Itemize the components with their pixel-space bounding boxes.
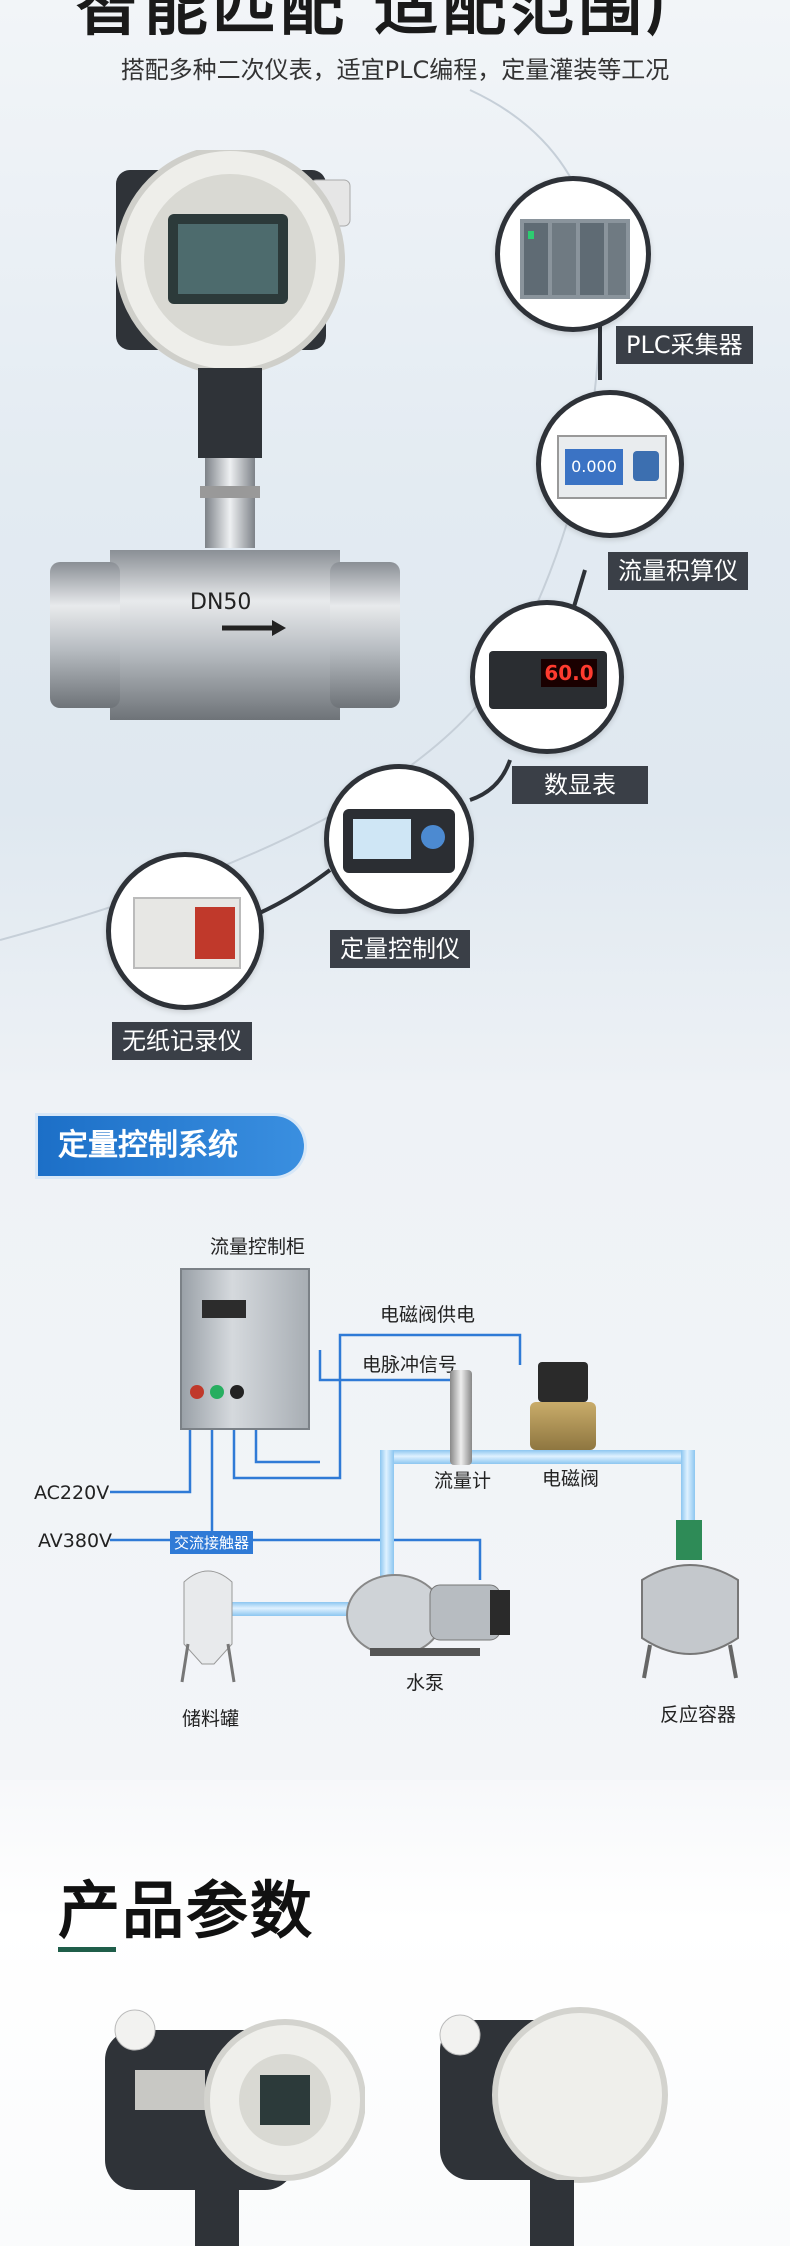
- cabinet-label: 流量控制柜: [210, 1236, 306, 1258]
- reactor-vessel-image: [630, 1520, 750, 1680]
- storage-tank-image: [180, 1564, 236, 1684]
- totalizer-screen: 0.000: [565, 449, 623, 485]
- water-pump-image: [340, 1560, 515, 1660]
- totalizer-label: 流量积算仪: [608, 552, 748, 590]
- valve-power-label: 电磁阀供电: [380, 1304, 476, 1326]
- pulse-signal-label: 电脉冲信号: [362, 1354, 458, 1376]
- av380-label: AV380V: [38, 1530, 113, 1552]
- product-params-section: 产品参数: [0, 1780, 790, 2246]
- ac220-label: AC220V: [34, 1482, 110, 1504]
- pipe-size-label: DN50: [190, 590, 252, 615]
- params-title: 产品参数: [58, 1874, 315, 1947]
- pipe-riser: [380, 1450, 394, 1595]
- reactor-label: 反应容器: [660, 1704, 737, 1726]
- controller-label: 定量控制仪: [330, 930, 470, 968]
- dial-icon: [421, 825, 445, 849]
- plc-device-circle: [495, 176, 651, 332]
- totalizer-device-circle: 0.000: [536, 390, 684, 538]
- display-readout: 60.0: [541, 659, 597, 687]
- flowmeter-small-image: [450, 1370, 472, 1465]
- tank-label: 储料罐: [182, 1708, 240, 1730]
- solenoid-valve-label: 电磁阀: [542, 1468, 600, 1490]
- plc-label: PLC采集器: [616, 326, 753, 364]
- controller-screen: [353, 819, 411, 859]
- section-subtitle: 搭配多种二次仪表，适宜PLC编程，定量灌装等工况: [120, 56, 670, 84]
- contactor-label: 交流接触器: [170, 1531, 254, 1554]
- pipe-bottom: [225, 1602, 380, 1616]
- product-front-image: [95, 1990, 366, 2246]
- pipe-top: [380, 1450, 695, 1464]
- product-back-image: [430, 1990, 680, 2246]
- solenoid-coil-image: [538, 1362, 588, 1402]
- recorder-screen: [195, 907, 235, 959]
- pipe-down: [681, 1450, 695, 1540]
- pump-label: 水泵: [406, 1672, 445, 1694]
- system-title-tab: 定量控制系统: [38, 1116, 304, 1176]
- turbine-flowmeter-image: DN50: [40, 145, 400, 740]
- section-headline: 智能匹配 适配范围广: [75, 0, 715, 45]
- plc-module-icon: [520, 219, 630, 299]
- solenoid-valve-body: [530, 1402, 596, 1450]
- recorder-label: 无纸记录仪: [112, 1022, 252, 1060]
- title-underline: [58, 1947, 116, 1952]
- flowmeter-label: 流量计: [434, 1470, 492, 1492]
- control-system-section: 定量控制系统 流量控制柜 电磁阀供电 电脉冲信号 流量计 电磁阀 AC220V …: [0, 1080, 790, 1780]
- digital-display-label: 数显表: [512, 766, 648, 804]
- keypad-icon: [633, 451, 659, 481]
- recorder-device-circle: [106, 852, 264, 1010]
- compatibility-section: 智能匹配 适配范围广 搭配多种二次仪表，适宜PLC编程，定量灌装等工况: [0, 0, 790, 1080]
- control-cabinet-image: [180, 1268, 310, 1430]
- digital-display-circle: 60.0: [470, 600, 624, 754]
- controller-device-circle: [324, 764, 474, 914]
